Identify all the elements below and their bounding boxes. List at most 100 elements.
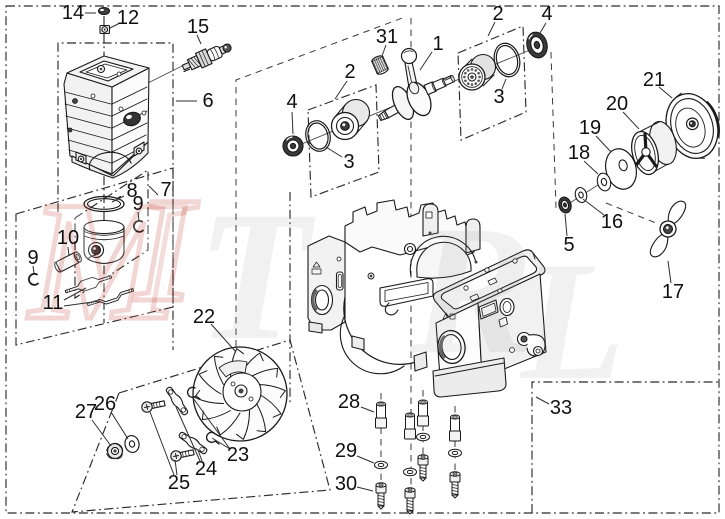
clutch-washer-line xyxy=(605,202,657,224)
part-label-5: 5 xyxy=(563,234,574,256)
part-label-15: 15 xyxy=(187,16,209,38)
part-label-11: 11 xyxy=(43,292,64,314)
leader-line-33 xyxy=(535,396,550,405)
watermark-letter: R xyxy=(409,188,533,393)
leader-line-4 xyxy=(291,111,294,135)
part-label-3: 3 xyxy=(343,151,354,173)
leader-line-8 xyxy=(111,195,125,203)
bearing-left-part xyxy=(330,98,371,141)
part-label-8: 8 xyxy=(126,180,137,202)
leader-line-9 xyxy=(32,265,35,274)
clutch-washer-part xyxy=(604,148,638,190)
part-label-18: 18 xyxy=(568,142,590,164)
part-label-29: 29 xyxy=(335,440,357,462)
spark-plug-part xyxy=(181,43,232,73)
leader-line-18 xyxy=(583,160,599,175)
fastener-column xyxy=(448,414,462,499)
clutch-drum-part xyxy=(665,92,720,159)
leader-line-25 xyxy=(174,459,178,476)
cylinder-part xyxy=(63,55,150,179)
leader-line-3 xyxy=(325,146,343,158)
woodruff-key-part xyxy=(371,55,389,75)
part-label-7: 7 xyxy=(160,179,171,201)
leader-line-7 xyxy=(148,185,159,196)
flywheel-nut-part xyxy=(106,442,124,460)
leader-line-16 xyxy=(582,198,605,216)
left-bearing-group-box xyxy=(307,84,380,198)
leader-line-2 xyxy=(487,21,496,37)
part-label-25: 25 xyxy=(168,472,190,494)
part-label-22: 22 xyxy=(193,306,215,328)
pawl-spring-part xyxy=(186,386,220,445)
leader-line-15 xyxy=(196,34,202,45)
leader-line-22 xyxy=(210,323,237,353)
flywheel-part xyxy=(192,346,288,442)
part-label-12: 12 xyxy=(117,7,139,29)
leader-line-23 xyxy=(211,437,231,450)
crankcase-part xyxy=(307,199,547,398)
watermark-letter: I xyxy=(134,167,199,333)
clutch-divider-line xyxy=(550,51,557,209)
leader-line-24 xyxy=(197,449,203,462)
leader-line-21 xyxy=(658,86,673,99)
crankshaft-group-box xyxy=(235,16,406,358)
part-label-2: 2 xyxy=(344,61,355,83)
part-label-20: 20 xyxy=(606,93,628,115)
watermark-letter: L xyxy=(519,227,625,415)
hardware-group-box xyxy=(531,381,718,513)
leader-line-24 xyxy=(175,406,201,462)
o-ring-left-part xyxy=(305,120,331,152)
leader-line-11 xyxy=(63,300,101,307)
watermark-letter: M xyxy=(26,167,185,355)
piston-ring-part xyxy=(83,195,125,213)
leader-line-27 xyxy=(91,419,112,447)
right-bearing-group-box xyxy=(457,25,527,141)
part-label-4: 4 xyxy=(541,3,552,25)
pawl-screw-part xyxy=(141,400,195,462)
crankshaft-part xyxy=(377,47,455,122)
leader-line-28 xyxy=(360,406,375,413)
watermark-letter: T xyxy=(196,174,316,379)
part-label-24: 24 xyxy=(195,458,217,480)
clutch-carrier-part xyxy=(649,200,687,258)
plug-nut-part xyxy=(99,24,111,35)
plug-cap-part xyxy=(97,6,111,16)
parts-artwork xyxy=(28,6,720,515)
spacer-washer-part xyxy=(574,186,588,204)
leader-line-31 xyxy=(381,44,387,57)
leader-line-2 xyxy=(334,80,348,100)
leader-line-17 xyxy=(667,260,672,284)
piston-group-box xyxy=(74,168,149,300)
leader-line-4 xyxy=(539,22,547,34)
small-washer-part xyxy=(596,172,612,192)
leader-line-3 xyxy=(501,78,507,90)
leader-line-30 xyxy=(356,486,374,492)
part-label-9: 9 xyxy=(132,193,143,215)
part-label-2: 2 xyxy=(492,3,503,25)
o-ring-right-part xyxy=(493,42,521,78)
wrist-pin-part xyxy=(54,251,82,273)
collar-part xyxy=(558,196,572,214)
leader-line-9 xyxy=(137,211,140,222)
starter-pawl-part xyxy=(165,386,208,455)
part-label-19: 19 xyxy=(579,117,601,139)
part-label-17: 17 xyxy=(662,281,684,303)
leader-line-25 xyxy=(149,411,175,476)
part-label-28: 28 xyxy=(338,391,360,413)
leader-line-29 xyxy=(356,455,375,464)
leader-line-19 xyxy=(595,135,612,153)
flywheel-washer-part xyxy=(124,434,140,454)
part-label-27: 27 xyxy=(75,401,97,423)
oil-seal-right-part xyxy=(526,31,548,59)
fastener-column xyxy=(403,412,417,515)
part-label-31: 31 xyxy=(376,26,398,48)
part-label-9: 9 xyxy=(27,247,38,269)
part-label-33: 33 xyxy=(550,397,572,419)
bearing-right-part xyxy=(458,53,497,91)
leader-line-11 xyxy=(63,287,87,301)
part-label-1: 1 xyxy=(432,33,443,55)
part-label-21: 21 xyxy=(643,69,665,91)
